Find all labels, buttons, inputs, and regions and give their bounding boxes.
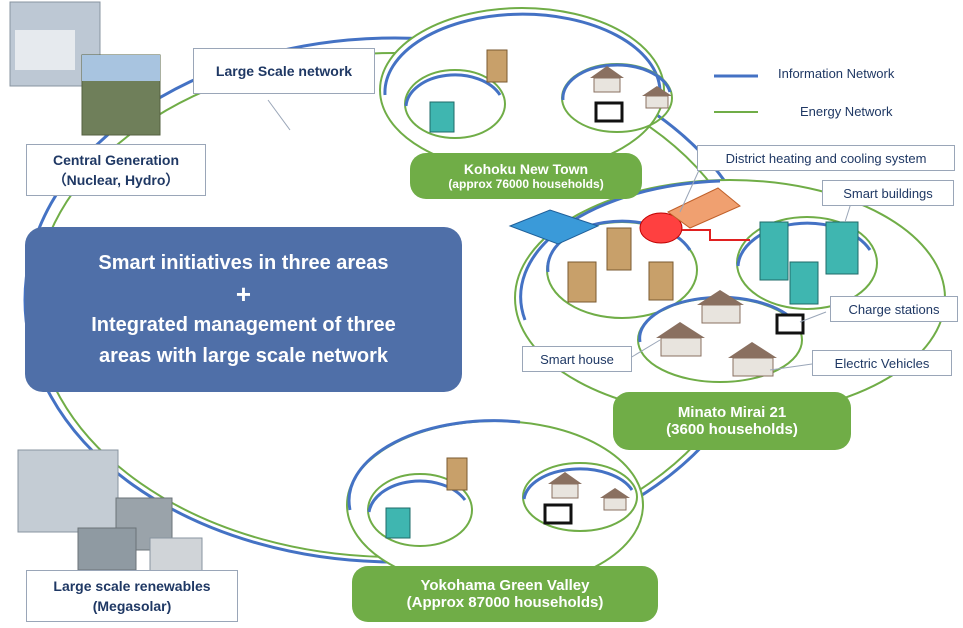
kohoku-households: (approx 76000 households): [448, 177, 604, 191]
main-summary-box: Smart initiatives in three areas + Integ…: [25, 227, 462, 392]
solar-panel-icon: [667, 187, 741, 229]
solar-panel-icon: [508, 209, 600, 245]
legend-information-label: Information Network: [778, 66, 895, 81]
charge-station-icon: [594, 101, 624, 123]
electric-vehicles-callout: Electric Vehicles: [812, 350, 952, 376]
central-generation-sub: （Nuclear, Hydro）: [52, 172, 180, 188]
megasolar-photo: [77, 527, 137, 571]
charge-stations-callout: Charge stations: [830, 296, 958, 322]
building-icon: [759, 221, 789, 281]
smart-buildings-callout: Smart buildings: [822, 180, 954, 206]
minato-name: Minato Mirai 21: [677, 404, 787, 421]
minato-label: Minato Mirai 21 (3600 households): [613, 392, 851, 450]
charge-station-icon: [775, 313, 805, 335]
main-line-3: areas with large scale network: [98, 344, 389, 367]
building-icon: [825, 221, 859, 275]
building-icon: [429, 101, 455, 133]
heat-plant-icon: [639, 212, 683, 244]
main-line-2: Integrated management of three: [91, 313, 396, 336]
building-icon: [446, 457, 468, 491]
building-icon: [789, 261, 819, 305]
yokohama-name: Yokohama Green Valley: [420, 577, 590, 594]
house-icon: [728, 342, 777, 358]
kohoku-label: Kohoku New Town (approx 76000 households…: [410, 153, 642, 199]
house-icon: [590, 66, 624, 78]
building-icon: [567, 261, 597, 303]
house-icon: [697, 290, 744, 305]
large-scale-network-callout: Large Scale network: [193, 48, 375, 94]
renewables-callout: Large scale renewables (Megasolar): [26, 570, 238, 622]
minato-households: (3600 households): [666, 421, 798, 438]
solar-tower-photo: [17, 449, 119, 533]
building-icon: [385, 507, 411, 539]
house-icon: [548, 472, 582, 484]
yokohama-area: [346, 419, 644, 590]
legend-energy-label: Energy Network: [800, 104, 893, 119]
charge-station-icon: [543, 503, 573, 525]
renewables-sub: (Megasolar): [92, 598, 172, 614]
building-icon: [606, 227, 632, 271]
smart-house-callout: Smart house: [522, 346, 632, 372]
yokohama-label: Yokohama Green Valley (Approx 87000 hous…: [352, 566, 658, 622]
main-plus: +: [235, 278, 252, 309]
house-icon: [600, 488, 630, 498]
building-icon: [486, 49, 508, 83]
central-generation-title: Central Generation: [52, 152, 180, 168]
yokohama-households: (Approx 87000 households): [406, 594, 604, 611]
district-heating-callout: District heating and cooling system: [697, 145, 955, 171]
kohoku-name: Kohoku New Town: [463, 161, 589, 177]
main-line-1: Smart initiatives in three areas: [98, 251, 389, 274]
central-generation-callout: Central Generation （Nuclear, Hydro）: [26, 144, 206, 196]
kohoku-area: [379, 7, 673, 173]
house-icon: [656, 322, 705, 338]
house-icon: [642, 86, 672, 96]
building-icon: [648, 261, 674, 301]
renewables-title: Large scale renewables: [53, 578, 211, 594]
